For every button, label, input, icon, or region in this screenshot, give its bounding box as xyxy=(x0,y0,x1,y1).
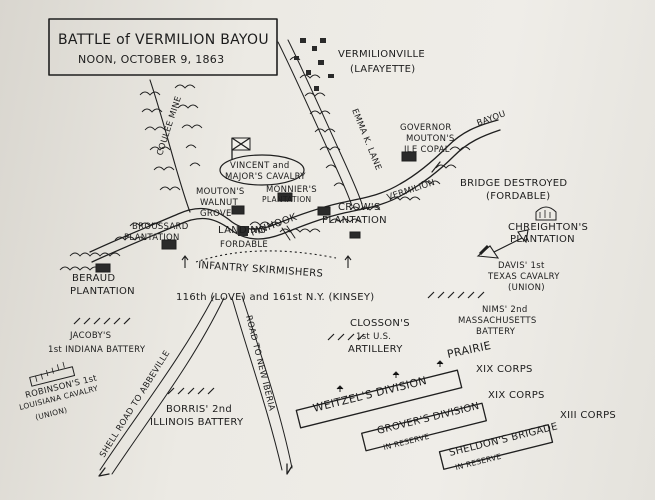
weitzel-division-bar xyxy=(295,360,463,429)
label-grover: GROVER'S DIVISION xyxy=(376,401,481,437)
label-prairie: PRAIRIE xyxy=(446,339,492,361)
label-road-new-iberia: ROAD TO NEW IBERIA xyxy=(243,314,276,412)
label-nims-2: MASSACHUSETTS xyxy=(458,316,537,326)
label-robinson-3: (UNION) xyxy=(34,405,68,422)
plantation-buildings xyxy=(95,151,557,273)
label-monnier-2: PLANTATION xyxy=(262,195,311,204)
label-pinhook: PINHOOK xyxy=(249,212,298,239)
label-governor-1: GOVERNOR xyxy=(400,123,452,133)
label-moutons-2: WALNUT xyxy=(200,198,239,208)
label-borris-1: BORRIS' 2nd xyxy=(166,404,232,415)
map-date: NOON, OCTOBER 9, 1863 xyxy=(78,53,224,66)
label-vincent-2: MAJOR'S CAVALRY xyxy=(225,172,306,182)
label-crows-2: PLANTATION xyxy=(322,215,387,226)
label-bayou: BAYOU xyxy=(476,109,508,129)
label-bridge-1: BRIDGE DESTROYED xyxy=(460,178,567,189)
emma-k-lane-road xyxy=(277,39,363,207)
label-lafayette: (LAFAYETTE) xyxy=(350,64,415,75)
map-title: BATTLE of VERMILION BAYOU xyxy=(58,32,269,48)
label-nims-3: BATTERY xyxy=(476,327,516,337)
south-roads xyxy=(98,295,293,477)
label-vincent-1: VINCENT and xyxy=(230,161,290,171)
label-closson-1: CLOSSON'S xyxy=(350,318,410,329)
label-weitzel: WEITZEL'S DIVISION xyxy=(312,374,429,415)
title-cartouche: BATTLE of VERMILION BAYOU NOON, OCTOBER … xyxy=(48,18,278,76)
vincent-cavalry-oval xyxy=(219,154,305,186)
label-beraud-2: PLANTATION xyxy=(70,286,135,297)
label-chreighton-1: CHREIGHTON'S xyxy=(508,222,588,233)
label-davis-2: TEXAS CAVALRY xyxy=(487,272,560,282)
skirmisher-arrows xyxy=(181,250,352,268)
label-broussard-2: PLANTATION xyxy=(124,233,180,243)
vermilionville-buildings xyxy=(294,38,334,91)
label-governor-2: MOUTON'S xyxy=(406,134,455,144)
artillery-batteries xyxy=(73,291,485,395)
davis-cavalry-arrow xyxy=(476,229,529,259)
label-beraud-1: BERAUD xyxy=(72,273,115,284)
label-sheldon: SHELDON'S BRIGADE xyxy=(448,421,559,459)
label-weitzel-corps: XIX CORPS xyxy=(476,364,533,375)
label-chreighton-2: PLANTATION xyxy=(510,234,575,245)
label-nims-1: NIMS' 2nd xyxy=(482,305,528,315)
label-moutons-1: MOUTON'S xyxy=(196,187,245,197)
label-grover-sub: IN RESERVE xyxy=(382,432,430,452)
label-grover-corps: XIX CORPS xyxy=(488,390,545,401)
robinson-cavalry-block xyxy=(29,361,76,387)
label-closson-2: 1st U.S. xyxy=(356,332,391,342)
label-borris-2: ILLINOIS BATTERY xyxy=(150,417,244,428)
label-broussard-1: BROUSSARD xyxy=(132,222,189,232)
vermilion-bayou-river xyxy=(89,119,501,263)
bridges xyxy=(238,161,441,241)
label-vermilionville: VERMILIONVILLE xyxy=(338,49,425,60)
sheldon-brigade-bar xyxy=(438,424,554,470)
confederate-flag-icon xyxy=(231,137,251,160)
tree-lines xyxy=(59,56,471,271)
label-bridge-2: (FORDABLE) xyxy=(486,191,551,202)
label-davis-3: (UNION) xyxy=(508,283,545,293)
label-emma-k-lane: EMMA K. LANE xyxy=(349,107,383,172)
label-coulee-mine: COULEE MINE xyxy=(155,95,184,157)
label-skirmishers: INFANTRY SKIRMISHERS xyxy=(198,260,324,280)
grover-division-bar xyxy=(361,402,487,452)
label-davis-1: DAVIS' 1st xyxy=(498,261,545,271)
label-governor-3: ILE COPAL xyxy=(404,145,450,155)
label-closson-3: ARTILLERY xyxy=(348,344,403,355)
label-road-abbeville: SHELL ROAD TO ABBEVILLE xyxy=(98,349,172,460)
label-jacoby-1: JACOBY'S xyxy=(69,331,111,341)
label-love-kinsey: 116th (LOVE) and 161st N.Y. (KINSEY) xyxy=(176,292,374,303)
label-monnier-1: MONNIER'S xyxy=(266,185,317,195)
label-fordable: FORDABLE xyxy=(220,240,268,250)
label-sheldon-corps: XIII CORPS xyxy=(560,410,616,421)
label-crows-1: CROW'S xyxy=(338,202,381,213)
label-moutons-3: GROVE xyxy=(200,209,232,219)
label-landing: LANDING xyxy=(218,225,266,236)
label-jacoby-2: 1st INDIANA BATTERY xyxy=(48,345,146,355)
coulee-mine-creek xyxy=(149,79,191,213)
